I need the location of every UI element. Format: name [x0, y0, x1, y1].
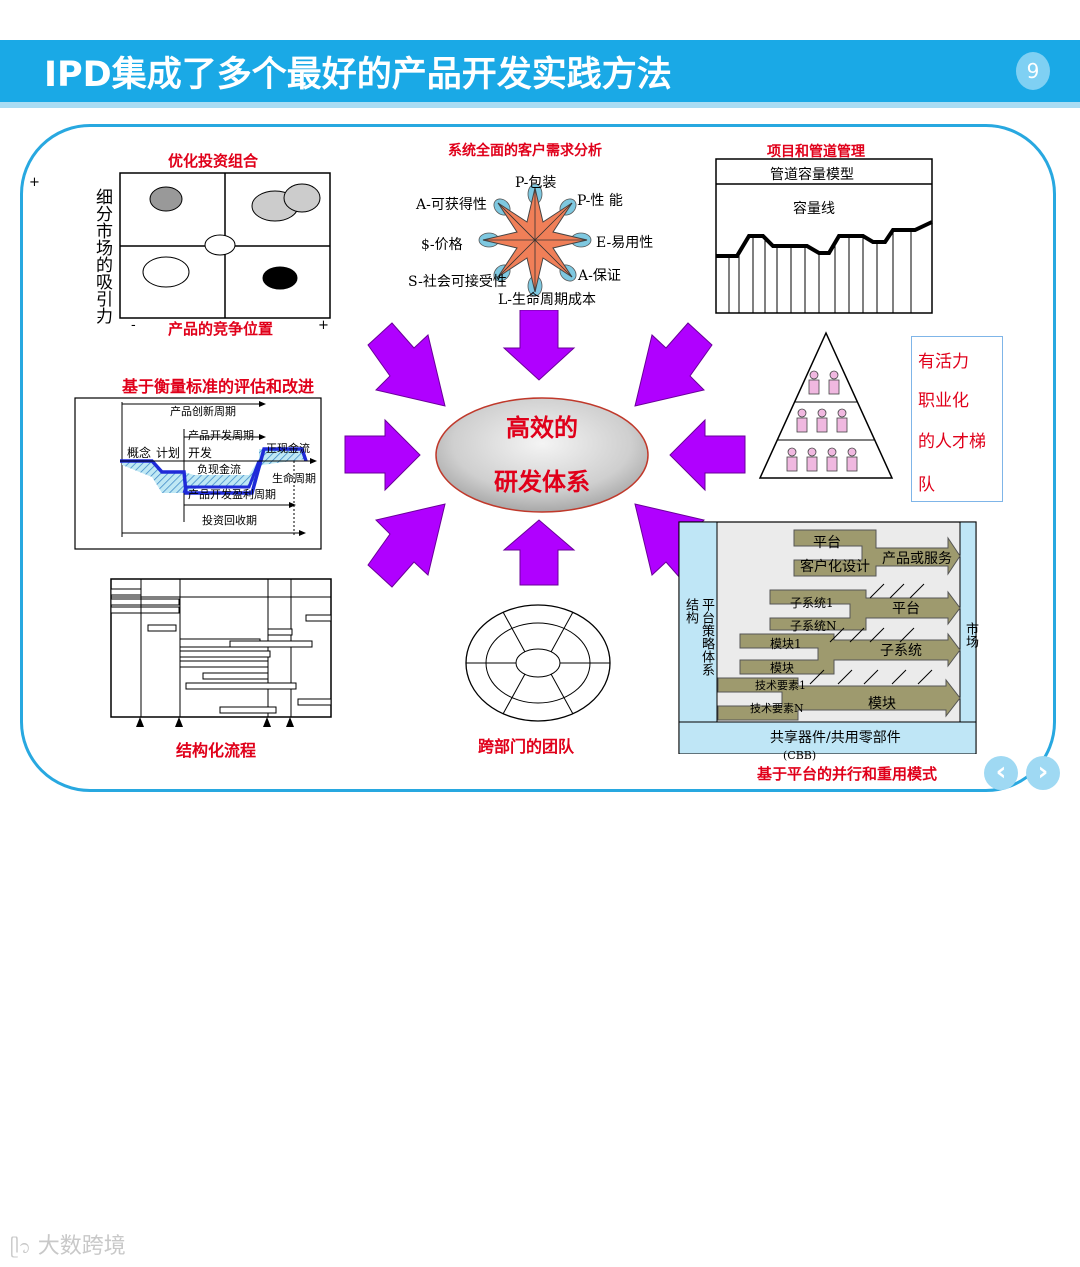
pa-module: 模块	[770, 661, 795, 675]
platform-title: 基于平台的并行和重用模式	[757, 765, 938, 783]
cn-label-availability: A-可获得性	[416, 197, 487, 213]
page-number: 9	[1016, 52, 1050, 90]
pa-techN: 技术要素N	[750, 702, 804, 715]
metrics-label-profit: 产品开发盈利周期	[188, 488, 276, 501]
pa-platform2: 平台	[892, 601, 920, 617]
pa-module1: 模块1	[770, 637, 802, 651]
portfolio-matrix	[119, 172, 331, 319]
center-diagram	[344, 310, 746, 588]
portfolio-minus-bottom: -	[131, 318, 136, 333]
metrics-label-dev-cycle: 产品开发周期	[188, 429, 254, 442]
talent-line-4: 队	[918, 475, 935, 495]
pa-subsystem: 子系统	[880, 643, 922, 659]
talent-line-3: 的人才梯	[918, 432, 986, 452]
portfolio-y-label: 细分市场的吸引力	[92, 188, 112, 324]
cn-label-assurance: A-保证	[578, 268, 621, 284]
pa-custom-design: 客户化设计	[800, 559, 870, 575]
pipeline-model-label: 管道容量模型	[770, 167, 854, 183]
prev-slide-button[interactable]: ‹	[984, 756, 1018, 790]
portfolio-plus-top: +	[29, 175, 40, 190]
watermark-logo-icon: ᥫ᭡	[10, 1237, 31, 1258]
center-title-line2: 研发体系	[494, 468, 590, 496]
pa-product-service: 产品或服务	[882, 551, 952, 567]
chevron-right-icon: ›	[1037, 757, 1049, 787]
pa-tech1: 技术要素1	[755, 679, 806, 692]
watermark: ᥫ᭡ 大数跨境	[10, 1228, 126, 1267]
content-frame	[20, 124, 1056, 792]
watermark-text: 大数跨境	[37, 1234, 126, 1259]
platform-diagram	[678, 521, 977, 754]
talent-pyramid	[758, 331, 894, 479]
customer-title: 系统全面的客户需求分析	[448, 143, 602, 159]
header-bar: IPD集成了多个最好的产品开发实践方法 9	[0, 40, 1080, 108]
process-gantt	[110, 578, 332, 727]
pipeline-capacity-label: 容量线	[793, 201, 835, 217]
chevron-left-icon: ‹	[995, 757, 1007, 787]
center-title-line1: 高效的	[506, 414, 578, 442]
cn-label-packaging: P-包装	[515, 175, 557, 191]
pa-subsysN: 子系统N	[790, 619, 837, 633]
cn-label-price: $-价格	[421, 237, 463, 253]
metrics-label-develop: 开发	[188, 446, 213, 460]
next-slide-button[interactable]: ›	[1026, 756, 1060, 790]
process-title: 结构化流程	[176, 741, 257, 760]
portfolio-x-label: 产品的竞争位置	[168, 320, 274, 338]
metrics-label-concept: 概念	[127, 446, 152, 460]
talent-box: 有活力 职业化 的人才梯 队	[911, 336, 1003, 502]
metrics-label-innovation: 产品创新周期	[170, 405, 236, 418]
portfolio-minus-left: -	[97, 310, 102, 325]
cn-label-social: S-社会可接受性	[408, 274, 507, 290]
metrics-title: 基于衡量标准的评估和改进	[122, 377, 315, 396]
team-title: 跨部门的团队	[478, 737, 575, 756]
talent-line-2: 职业化	[918, 391, 969, 411]
platform-cbb: (CBB)	[783, 749, 817, 762]
portfolio-title: 优化投资组合	[168, 152, 259, 170]
portfolio-plus-right: +	[318, 318, 329, 333]
cn-label-lifecycle: L-生命周期成本	[498, 292, 597, 308]
pa-subsys1: 子系统1	[790, 596, 834, 610]
platform-left-col: 平台策略体系结构	[683, 598, 714, 676]
cn-label-ease: E-易用性	[596, 235, 654, 251]
talent-line-1: 有活力	[918, 352, 969, 372]
metrics-label-negative: 负现金流	[197, 463, 241, 476]
platform-right-col: 市场	[963, 622, 978, 648]
pipeline-title: 项目和管道管理	[767, 144, 865, 160]
customer-star	[478, 183, 592, 297]
metrics-chart	[74, 397, 322, 550]
cn-label-performance: P-性 能	[577, 193, 623, 209]
pa-module2: 模块	[868, 696, 896, 712]
metrics-label-plan: 计划	[156, 446, 181, 460]
platform-bottom-label: 共享器件/共用零部件	[770, 730, 901, 746]
team-wheel	[465, 604, 611, 722]
pa-platform: 平台	[813, 535, 841, 551]
metrics-label-payback: 投资回收期	[202, 514, 257, 527]
page-title: IPD集成了多个最好的产品开发实践方法	[44, 55, 672, 95]
pipeline-chart	[715, 158, 933, 314]
metrics-label-lifecycle: 生命周期	[272, 472, 316, 485]
metrics-label-positive: 正现金流	[266, 442, 310, 455]
